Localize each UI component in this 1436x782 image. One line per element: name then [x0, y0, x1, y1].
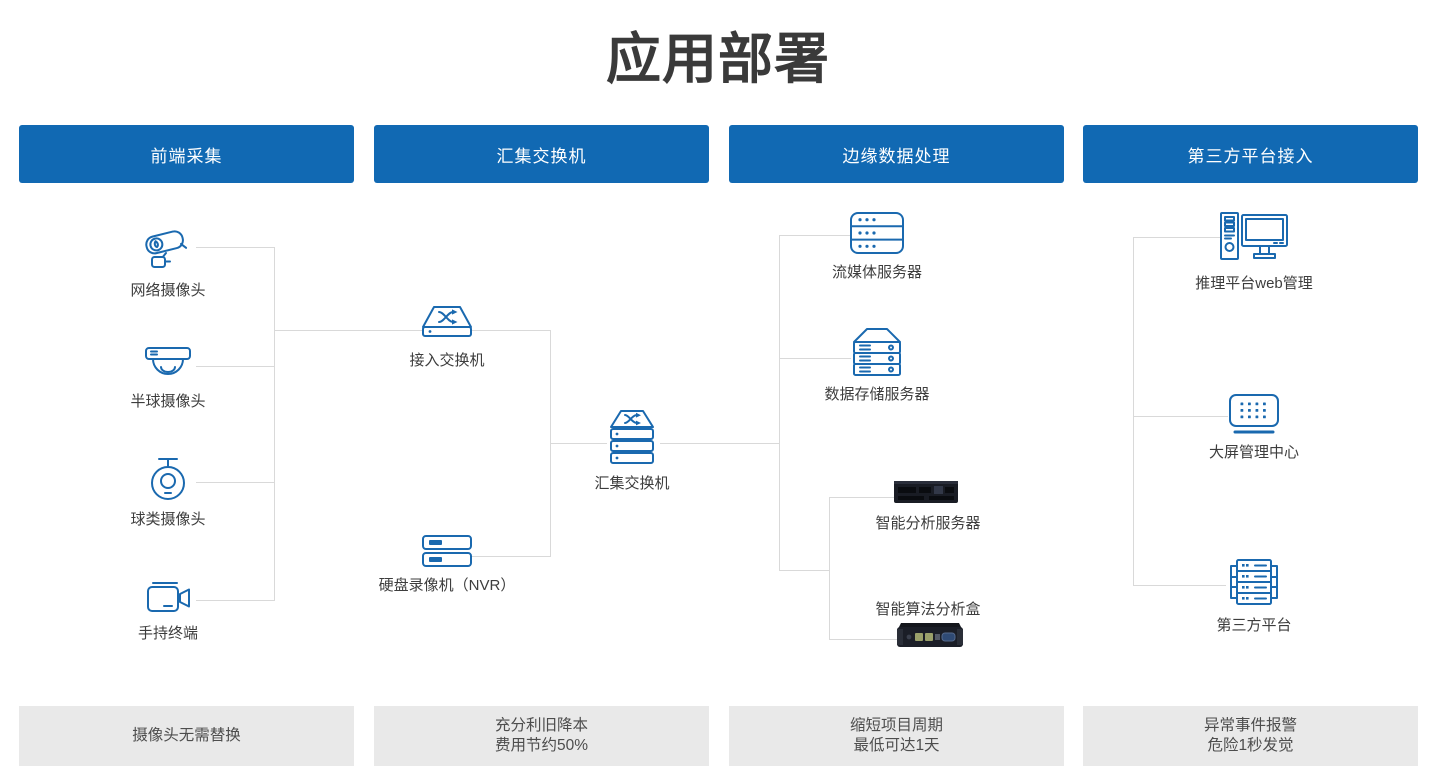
footer-benefit-edge: 缩短项目周期 最低可达1天: [729, 706, 1064, 766]
access-switch-icon: [419, 304, 475, 342]
footer-line: 费用节约50%: [494, 737, 589, 754]
footer-line: 异常事件报警: [1203, 717, 1297, 734]
connector-ball-camera: [196, 482, 274, 483]
bus-frontend: [274, 247, 275, 601]
ball-camera-icon: [146, 456, 190, 502]
connector-streaming-server: [779, 235, 851, 236]
connector-inference-web: [1133, 237, 1222, 238]
connector-to-aggregation-left: [550, 443, 607, 444]
analysis-server-image: [893, 477, 959, 507]
inference-web-icon: [1219, 211, 1289, 263]
label-inference-web: 推理平台web管理: [1195, 275, 1313, 292]
connector-analysis-server: [829, 497, 895, 498]
column-header-aggregation: 汇集交换机: [374, 125, 709, 183]
connector-storage-server: [779, 358, 851, 359]
footer-line: 最低可达1天: [853, 737, 940, 754]
label-network-camera: 网络摄像头: [130, 282, 206, 299]
connector-handheld: [196, 600, 274, 601]
connector-frontend-to-access-switch: [274, 330, 550, 331]
connector-aggregation-to-edge: [660, 443, 779, 444]
bus-edge-sub: [829, 497, 830, 640]
footer-line: 摄像头无需替换: [132, 727, 241, 744]
label-algorithm-box: 智能算法分析盒: [875, 601, 981, 618]
footer-benefit-aggregation: 充分利旧降本 费用节约50%: [374, 706, 709, 766]
bigscreen-icon: [1227, 393, 1281, 437]
connector-dome-camera: [196, 366, 274, 367]
network-camera-icon: [142, 226, 194, 272]
footer-line: 缩短项目周期: [849, 717, 943, 734]
handheld-terminal-icon: [145, 580, 191, 616]
connector-nvr: [472, 556, 550, 557]
label-storage-server: 数据存储服务器: [824, 386, 930, 403]
third-party-platform-icon: [1225, 558, 1283, 606]
label-bigscreen-center: 大屏管理中心: [1208, 444, 1299, 461]
connector-network-camera: [196, 247, 274, 248]
label-aggregation-switch: 汇集交换机: [594, 475, 670, 492]
bus-thirdparty: [1133, 237, 1134, 586]
bus-edge: [779, 235, 780, 571]
aggregation-switch-icon: [604, 409, 660, 465]
dome-camera-icon: [144, 344, 192, 382]
connector-edge-sub: [779, 570, 829, 571]
column-header-frontend: 前端采集: [19, 125, 354, 183]
label-analysis-server: 智能分析服务器: [875, 515, 981, 532]
connector-bigscreen: [1133, 416, 1228, 417]
label-dome-camera: 半球摄像头: [130, 393, 206, 410]
label-handheld-terminal: 手持终端: [137, 625, 198, 642]
page-title: 应用部署: [605, 28, 830, 90]
label-nvr: 硬盘录像机（NVR）: [378, 577, 516, 594]
label-ball-camera: 球类摄像头: [130, 511, 206, 528]
column-header-thirdparty: 第三方平台接入: [1083, 125, 1418, 183]
label-third-party-platform: 第三方平台: [1216, 617, 1292, 634]
algorithm-box-image: [895, 619, 965, 653]
label-streaming-server: 流媒体服务器: [831, 264, 922, 281]
column-header-edge: 边缘数据处理: [729, 125, 1064, 183]
footer-benefit-thirdparty: 异常事件报警 危险1秒发觉: [1083, 706, 1418, 766]
footer-line: 危险1秒发觉: [1207, 737, 1294, 754]
footer-benefit-frontend: 摄像头无需替换: [19, 706, 354, 766]
label-access-switch: 接入交换机: [409, 352, 485, 369]
connector-algorithm-box: [829, 639, 897, 640]
nvr-icon: [421, 534, 473, 568]
streaming-server-icon: [849, 211, 905, 255]
footer-line: 充分利旧降本: [494, 717, 588, 734]
storage-server-icon: [850, 327, 904, 379]
connector-third-platform: [1133, 585, 1226, 586]
